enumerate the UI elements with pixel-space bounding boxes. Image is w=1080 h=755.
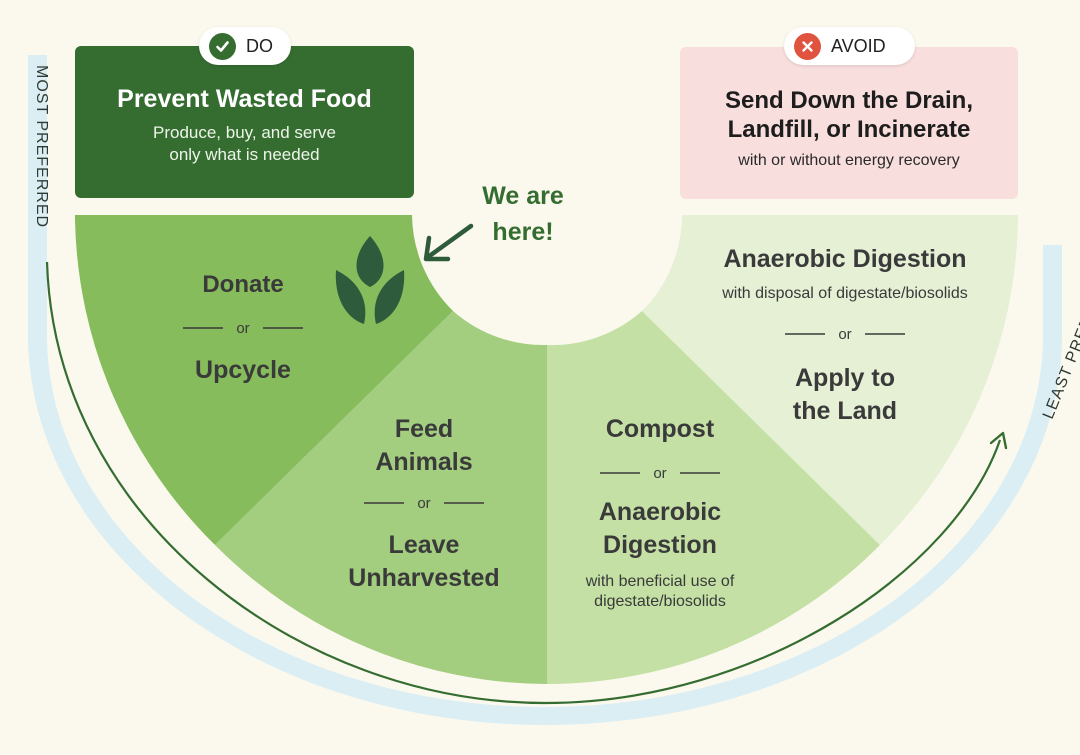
segment-compost xyxy=(547,311,880,684)
segment-4-text: Anaerobic Digestion with disposal of dig… xyxy=(721,245,967,425)
x-icon xyxy=(794,32,821,60)
prevent-subtitle-line1: Produce, buy, and serve xyxy=(152,122,336,142)
option-donate: Donate xyxy=(202,271,283,298)
option-feed-animals-line1: Feed xyxy=(395,415,453,443)
option-upcycle: Upcycle xyxy=(195,356,291,384)
we-are-here-callout: We are here! xyxy=(460,178,586,250)
callout-line2: here! xyxy=(492,218,554,246)
check-icon xyxy=(209,32,236,60)
prevent-subtitle-line2: only what is needed xyxy=(169,144,320,164)
segment-2-text: Feed Animals or Leave Unharvested xyxy=(348,415,499,592)
or-separator: or xyxy=(417,495,430,512)
callout-arrow-line xyxy=(425,223,474,260)
sprout-icon xyxy=(335,236,405,324)
option-compost: Compost xyxy=(606,415,715,443)
callout-arrow-head xyxy=(423,235,451,262)
most-preferred-label: MOST PREFERRED xyxy=(33,65,50,228)
avoid-title-line1: Send Down the Drain, xyxy=(724,87,973,114)
avoid-badge: AVOID xyxy=(784,27,915,65)
option-leave-line1: Leave xyxy=(389,531,460,559)
option-leave-line2: Unharvested xyxy=(348,564,499,592)
segment-1-text: Donate or Upcycle xyxy=(183,271,303,384)
option-anaerobic-line1: Anaerobic xyxy=(599,498,721,526)
or-separator: or xyxy=(653,465,666,482)
option-anaerobic-digestion: Anaerobic Digestion xyxy=(723,245,966,273)
preference-arrow-head xyxy=(989,431,1008,450)
segment-feed-animals xyxy=(215,311,547,684)
or-separator: or xyxy=(236,320,249,337)
do-badge: DO xyxy=(199,27,291,65)
option-apply-line2: the Land xyxy=(793,397,897,425)
segment-3-text: Compost or Anaerobic Digestion with bene… xyxy=(585,415,735,610)
compost-note-line1: with beneficial use of xyxy=(585,573,735,590)
prevent-wasted-food-box: Prevent Wasted Food Produce, buy, and se… xyxy=(75,46,414,198)
avoid-subtitle: with or without energy recovery xyxy=(738,152,960,169)
send-down-drain-box: Send Down the Drain, Landfill, or Incine… xyxy=(680,47,1018,199)
avoid-label: AVOID xyxy=(831,35,886,56)
preference-arrow-line xyxy=(45,261,1002,705)
do-label: DO xyxy=(246,35,273,56)
option-anaerobic-line2: Digestion xyxy=(603,531,717,559)
prevent-title: Prevent Wasted Food xyxy=(117,84,372,113)
compost-note-line2: digestate/biosolids xyxy=(594,593,726,610)
anaerobic-disposal-note: with disposal of digestate/biosolids xyxy=(721,285,967,302)
avoid-title-line2: Landfill, or Incinerate xyxy=(727,116,971,143)
segment-anaerobic-land xyxy=(642,215,1018,545)
option-feed-animals-line2: Animals xyxy=(375,448,472,476)
callout-line1: We are xyxy=(482,182,564,210)
option-apply-line1: Apply to xyxy=(795,364,895,392)
or-separator: or xyxy=(838,326,851,343)
